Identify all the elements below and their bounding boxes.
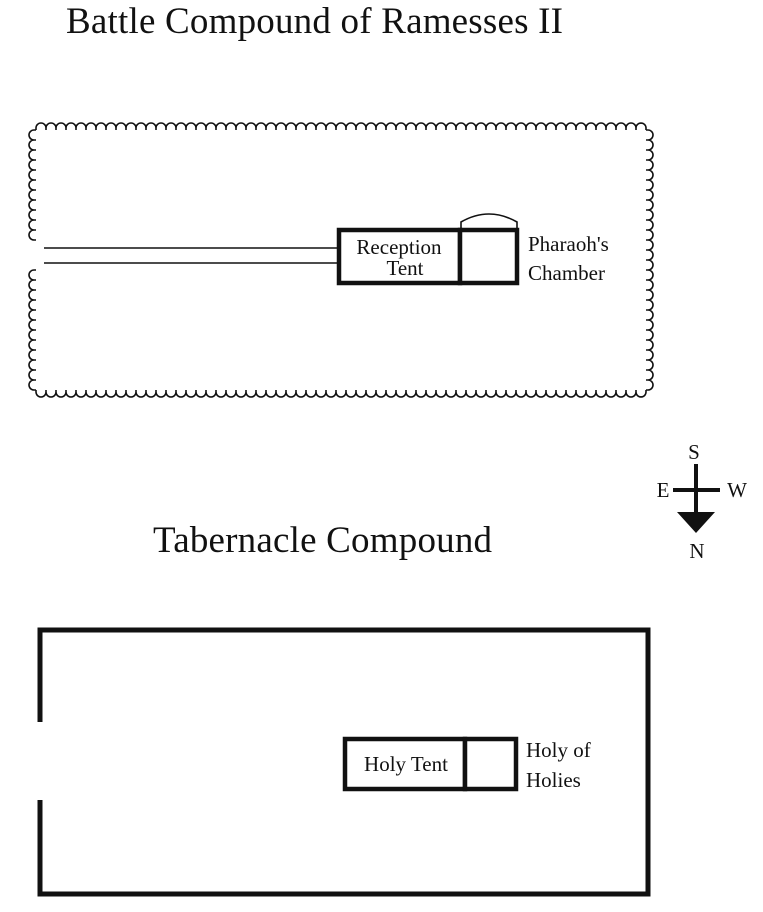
compass-west-label: W	[727, 478, 747, 502]
tabernacle-courtyard-wall	[37, 627, 651, 897]
reception-tent-label-line2: Tent	[386, 256, 423, 280]
holy-of-holies-label-line2: Holies	[526, 768, 581, 792]
shield-wall	[28, 122, 654, 398]
reception-tent-label-line1: Reception	[356, 235, 442, 259]
compass-east-label: E	[657, 478, 670, 502]
pharaoh-chamber-label-line1: Pharaoh's	[528, 232, 609, 256]
pharaoh-chamber-dome	[460, 213, 518, 228]
compass-north-arrow	[677, 512, 715, 533]
ramesses-compound: Reception Tent Pharaoh's Chamber	[28, 122, 654, 398]
compass-rose: S E W N	[657, 440, 748, 563]
tabernacle-compound: Holy Tent Holy of Holies	[37, 627, 651, 897]
reception-tent	[336, 227, 463, 286]
pharaoh-chamber	[457, 227, 520, 286]
tabernacle-compound-title: Tabernacle Compound	[153, 520, 493, 561]
compass-south-label: S	[688, 440, 700, 464]
holy-tent-label: Holy Tent	[364, 752, 448, 776]
holy-of-holies-label-line1: Holy of	[526, 738, 591, 762]
holy-of-holies	[462, 736, 519, 792]
compass-north-label: N	[689, 539, 704, 563]
pharaoh-chamber-label-line2: Chamber	[528, 261, 605, 285]
ramesses-compound-title: Battle Compound of Ramesses II	[66, 1, 564, 42]
